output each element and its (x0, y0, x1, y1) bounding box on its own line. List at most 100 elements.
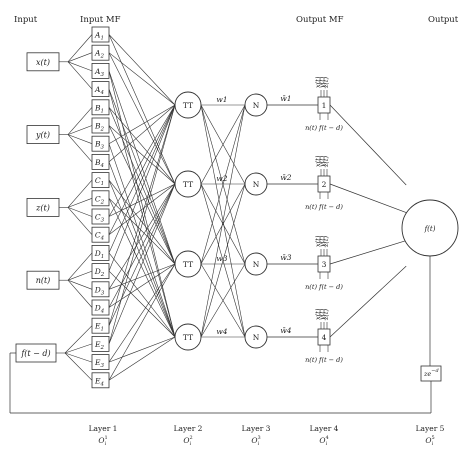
mf-to-rule-line (108, 336, 176, 381)
mf-box (91, 81, 110, 97)
input-box (26, 197, 60, 217)
mf-label: E4 (94, 376, 104, 387)
input-to-mf-line (64, 352, 93, 363)
norm-node (244, 252, 268, 276)
weight-label: w3 (216, 254, 227, 263)
mf-to-rule-line (108, 34, 176, 106)
input-to-mf-line (67, 107, 93, 135)
mf-to-rule-line (108, 263, 176, 308)
mf-to-rule-line (108, 183, 176, 290)
consequent-top-label: x(t) (314, 76, 322, 88)
consequent-bottom-label: n(t) f(t − d) (305, 356, 343, 364)
mf-to-rule-line (108, 252, 176, 338)
mf-to-rule-line (108, 336, 176, 363)
mf-box (91, 172, 110, 189)
mf-to-rule-line (108, 183, 176, 345)
input-label: y(t) (35, 131, 50, 140)
mf-to-rule-line (108, 104, 176, 344)
input-to-mf-line (67, 207, 93, 217)
input-to-mf-line (67, 134, 93, 144)
mf-box (91, 354, 110, 371)
consequent-top-label: x(t) (314, 235, 322, 247)
output-node-label: f(t) (424, 225, 436, 233)
input-to-mf-line (67, 252, 93, 281)
mf-to-rule-line (108, 107, 176, 265)
mf-to-rule-line (108, 125, 176, 265)
mf-label: E2 (94, 340, 104, 351)
header-output: Output (428, 15, 459, 25)
norm-node (244, 172, 268, 196)
consequent-top-label: z(t) (322, 155, 330, 168)
norm-node (244, 325, 268, 349)
consequent-top-label: z(t) (322, 235, 330, 248)
mf-label: A1 (94, 31, 104, 42)
input-label: z(t) (35, 203, 50, 212)
mf-box (91, 263, 110, 280)
mf-to-rule-line (108, 270, 176, 338)
rule-node (174, 250, 202, 278)
mf-label: B4 (94, 158, 105, 169)
consequent-label: 4 (322, 333, 327, 342)
input-label: f(t − d) (20, 349, 50, 358)
mf-to-rule-line (108, 183, 176, 308)
input-to-mf-line (67, 270, 93, 281)
mf-box (91, 153, 110, 170)
mf-to-rule-line (108, 70, 176, 265)
mf-box (91, 208, 110, 225)
norm-node-label: N (253, 101, 260, 110)
input-to-mf-line (64, 343, 93, 354)
norm-weight-label: w̄2 (280, 173, 291, 182)
input-label: x(t) (36, 58, 50, 67)
header-output-mf: Output MF (296, 15, 344, 25)
consequent-top-label: y(t) (318, 235, 326, 248)
mf-label: C1 (95, 176, 104, 187)
mf-to-rule-line (108, 104, 176, 163)
norm-node-label: N (253, 180, 260, 189)
consequent-bottom-label: n(t) f(t − d) (305, 124, 343, 132)
mf-label: C4 (95, 231, 105, 242)
mf-box (91, 244, 110, 261)
mf-to-rule-line (108, 107, 176, 185)
layer-label: Layer 4 (310, 424, 339, 433)
mf-box (91, 372, 110, 389)
layer-label: Layer 3 (242, 424, 271, 433)
input-to-mf-line (67, 207, 93, 235)
input-to-mf-line (67, 279, 93, 290)
consequent-box (317, 175, 331, 193)
consequent-top-label: x(t) (314, 308, 322, 320)
mf-box (91, 335, 110, 352)
mf-to-rule-line (108, 198, 176, 338)
input-to-mf-line (67, 198, 93, 208)
consequent-bottom-label: n(t) f(t − d) (305, 203, 343, 211)
mf-box (91, 226, 110, 243)
consequent-top-label: z(t) (322, 308, 330, 321)
norm-node-label: N (253, 260, 260, 269)
mf-to-rule-line (108, 104, 176, 235)
consequent-label: 2 (322, 180, 327, 189)
consequent-box (317, 96, 331, 114)
delay-label: ze−d (423, 368, 439, 378)
input-to-mf-line (64, 352, 93, 381)
input-to-mf-line (67, 34, 93, 62)
mf-to-rule-line (108, 125, 176, 185)
weight-label: w1 (216, 95, 227, 104)
mf-label: D4 (94, 304, 105, 315)
mf-label: B1 (94, 103, 104, 114)
mf-label: C2 (95, 194, 105, 205)
diagram-nodes (15, 26, 459, 389)
consequent-to-output-line (329, 265, 407, 338)
layer-label: Layer 5 (416, 424, 445, 433)
consequent-top-label: z(t) (322, 76, 330, 89)
mf-to-rule-line (108, 263, 176, 290)
mf-box (91, 63, 110, 79)
output-node (401, 199, 459, 257)
mf-to-rule-line (108, 104, 176, 272)
mf-to-rule-line (108, 104, 176, 326)
input-box (26, 52, 60, 72)
input-to-mf-line (67, 179, 93, 208)
